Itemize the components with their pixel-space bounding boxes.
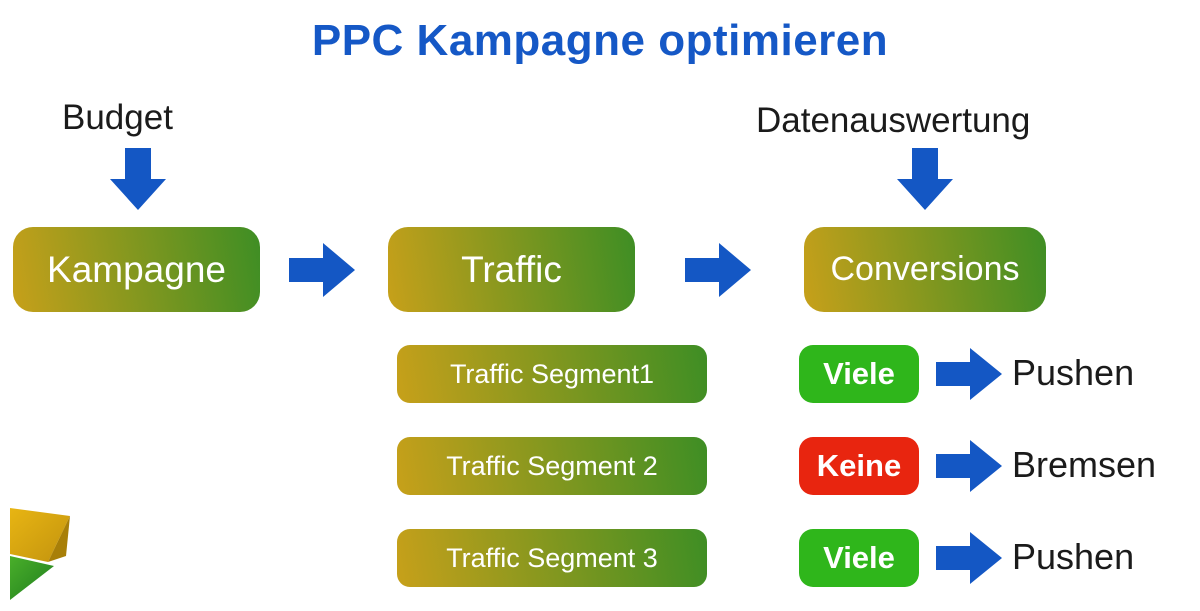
traffic-node: Traffic <box>388 227 635 312</box>
segment-1-status-badge: Viele <box>799 345 919 403</box>
segment-1-arrow-icon <box>936 348 1002 400</box>
traffic-to-conversions-arrow-icon <box>685 243 751 297</box>
traffic-segment-3: Traffic Segment 3 <box>397 529 707 587</box>
segment-3-action-label: Pushen <box>1012 536 1135 577</box>
page-title: PPC Kampagne optimieren <box>311 16 889 65</box>
datenauswertung-label: Datenauswertung <box>756 101 1031 140</box>
conversions-node: Conversions <box>804 227 1046 312</box>
traffic-segment-2: Traffic Segment 2 <box>397 437 707 495</box>
segment-2-status-badge: Keine <box>799 437 919 495</box>
kampagne-node: Kampagne <box>13 227 260 312</box>
budget-label: Budget <box>62 98 173 137</box>
traffic-segment-1: Traffic Segment1 <box>397 345 707 403</box>
segment-3-status-badge: Viele <box>799 529 919 587</box>
brand-logo <box>10 508 70 600</box>
kampagne-to-traffic-arrow-icon <box>289 243 355 297</box>
segment-1-action-label: Pushen <box>1012 352 1135 393</box>
segment-2-action-label: Bremsen <box>1012 444 1157 485</box>
budget-down-arrow-icon <box>110 148 166 210</box>
segment-2-arrow-icon <box>936 440 1002 492</box>
segment-3-arrow-icon <box>936 532 1002 584</box>
datenauswertung-down-arrow-icon <box>897 148 953 210</box>
